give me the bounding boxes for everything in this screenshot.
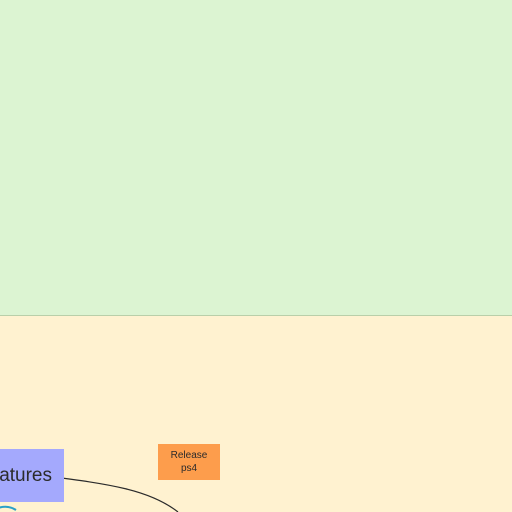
node-features-label: atures: [0, 464, 52, 486]
connector-blue-curve: [0, 505, 17, 511]
connector-features-down: [45, 475, 179, 512]
swimlane-bottom: [0, 316, 512, 512]
swimlane-divider: [0, 315, 512, 316]
node-features[interactable]: atures: [0, 449, 64, 502]
node-release[interactable]: Release ps4: [158, 444, 220, 480]
node-release-label-line1: Release: [170, 450, 208, 461]
node-release-label-line2: ps4: [180, 463, 198, 474]
swimlane-top: [0, 0, 512, 315]
